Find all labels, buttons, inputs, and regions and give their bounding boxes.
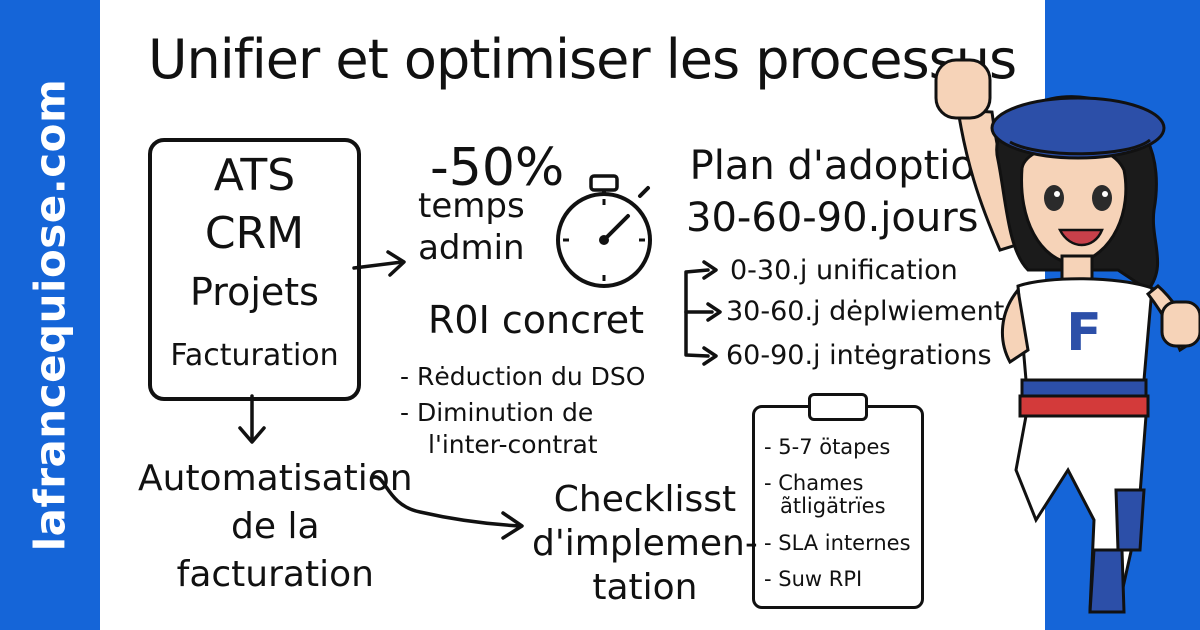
clipboard-clip xyxy=(808,393,868,421)
stat-label-line2: admin xyxy=(418,228,525,268)
plan-title-line1: Plan d'adoptio xyxy=(689,143,975,189)
automation-line3: facturation xyxy=(176,554,374,595)
stack-item-ats: ATS xyxy=(213,150,296,201)
stat-label: temps admin xyxy=(418,185,525,269)
plan-title-line2: 30-60-90.jours xyxy=(686,195,979,241)
superhero-mascot: F xyxy=(934,58,1200,614)
checklist-item: ãtligätrïes xyxy=(780,494,886,518)
plan-arrow-head-2 xyxy=(706,302,722,322)
checklist-item: - 5-7 ötapes xyxy=(764,435,891,459)
automation-line2: de la xyxy=(231,506,320,547)
arrow-to-stats xyxy=(352,260,404,270)
headline: Unifier et optimiser les processus xyxy=(148,28,1017,91)
mascot-letter: F xyxy=(1066,303,1102,363)
arrow-to-checklist xyxy=(370,475,522,528)
automation-line1: Automatisation xyxy=(138,458,413,499)
checklist-title-line3: tation xyxy=(592,567,698,608)
automation-label: Automatisation de la facturation xyxy=(138,455,413,599)
stack-item-crm: CRM xyxy=(204,208,305,259)
roi-item: l'inter-contrat xyxy=(428,430,598,459)
phase-item: 60-90.j intėgrations xyxy=(726,340,992,371)
plan-title: Plan d'adoptio 30-60-90.jours xyxy=(686,140,979,244)
checklist-title-line2: d'implemen- xyxy=(532,523,758,564)
stack-item-projets: Projets xyxy=(190,270,319,314)
arrow-to-automation-head xyxy=(238,426,266,444)
arrow-to-checklist-head xyxy=(501,511,524,540)
checklist-item: - Suw RPI xyxy=(764,567,863,591)
stat-value: -50% xyxy=(430,138,565,198)
checklist-item: - Chames xyxy=(764,471,864,495)
arrow-to-stats-head xyxy=(386,250,406,277)
checklist-title-line1: Checklisst xyxy=(553,479,737,520)
left-brand-band xyxy=(0,0,100,630)
phase-item: 30-60.j dėplwiement xyxy=(726,296,1005,327)
plan-arrow-head-3 xyxy=(702,346,718,366)
tool-stack-box: ATS CRM Projets Facturation xyxy=(148,138,361,401)
stopwatch-icon xyxy=(556,174,652,288)
roi-item: - Rėduction du DSO xyxy=(400,362,646,391)
plan-arrow-head-1 xyxy=(702,260,718,280)
roi-item: - Diminution de xyxy=(400,398,594,427)
stack-item-facturation: Facturation xyxy=(170,338,339,373)
roi-title: R0I concret xyxy=(428,298,645,342)
checklist-item: - SLA internes xyxy=(764,531,911,555)
checklist-title: Checklisst d'implemen- tation xyxy=(532,478,758,610)
phase-item: 0-30.j unification xyxy=(730,255,958,286)
stat-label-line1: temps xyxy=(418,186,525,226)
